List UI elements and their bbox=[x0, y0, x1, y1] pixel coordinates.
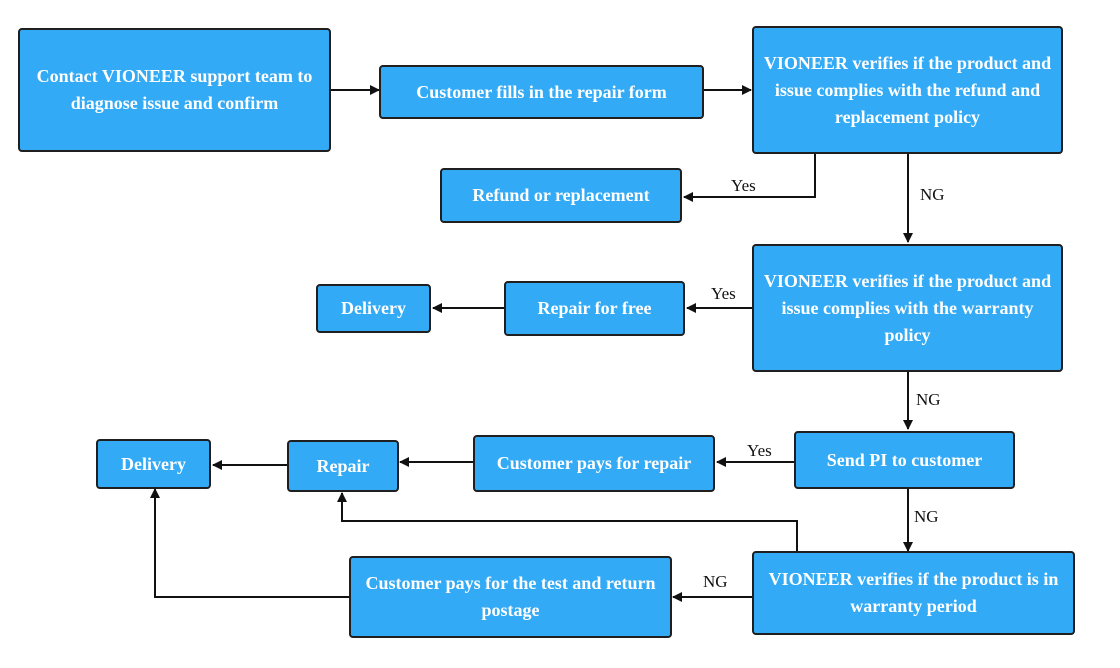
edge-label-pi-yes: Yes bbox=[747, 441, 772, 460]
edge-label-warranty-yes: Yes bbox=[711, 284, 736, 303]
repair-free-box: Repair for free bbox=[504, 281, 685, 336]
delivery-box-upper: Delivery bbox=[316, 284, 431, 333]
edge-label-warranty-ng: NG bbox=[916, 390, 941, 409]
edge-label-period-ng: NG bbox=[703, 572, 728, 591]
customer-pays-test-box: Customer pays for the test and return po… bbox=[349, 556, 672, 638]
edge-period-to-repair bbox=[337, 492, 798, 551]
verify-refund-policy-box: VIONEER verifies if the product and issu… bbox=[752, 26, 1063, 154]
repair-box: Repair bbox=[287, 440, 399, 492]
verify-warranty-policy-box: VIONEER verifies if the product and issu… bbox=[752, 244, 1063, 372]
contact-support-box: Contact VIONEER support team to diagnose… bbox=[18, 28, 331, 152]
customer-pays-repair-box: Customer pays for repair bbox=[473, 435, 715, 492]
edge-refund-yes bbox=[683, 153, 816, 202]
edge-label-refund-ng: NG bbox=[920, 185, 945, 204]
edge-label-pi-ng: NG bbox=[914, 507, 939, 526]
edge-test-to-delivery bbox=[150, 488, 350, 598]
delivery-box-lower: Delivery bbox=[96, 439, 211, 489]
edge-label-refund-yes: Yes bbox=[731, 176, 756, 195]
repair-form-box: Customer fills in the repair form bbox=[379, 65, 704, 119]
verify-warranty-period-box: VIONEER verifies if the product is in wa… bbox=[752, 551, 1075, 635]
send-pi-box: Send PI to customer bbox=[794, 431, 1015, 489]
refund-replacement-box: Refund or replacement bbox=[440, 168, 682, 223]
